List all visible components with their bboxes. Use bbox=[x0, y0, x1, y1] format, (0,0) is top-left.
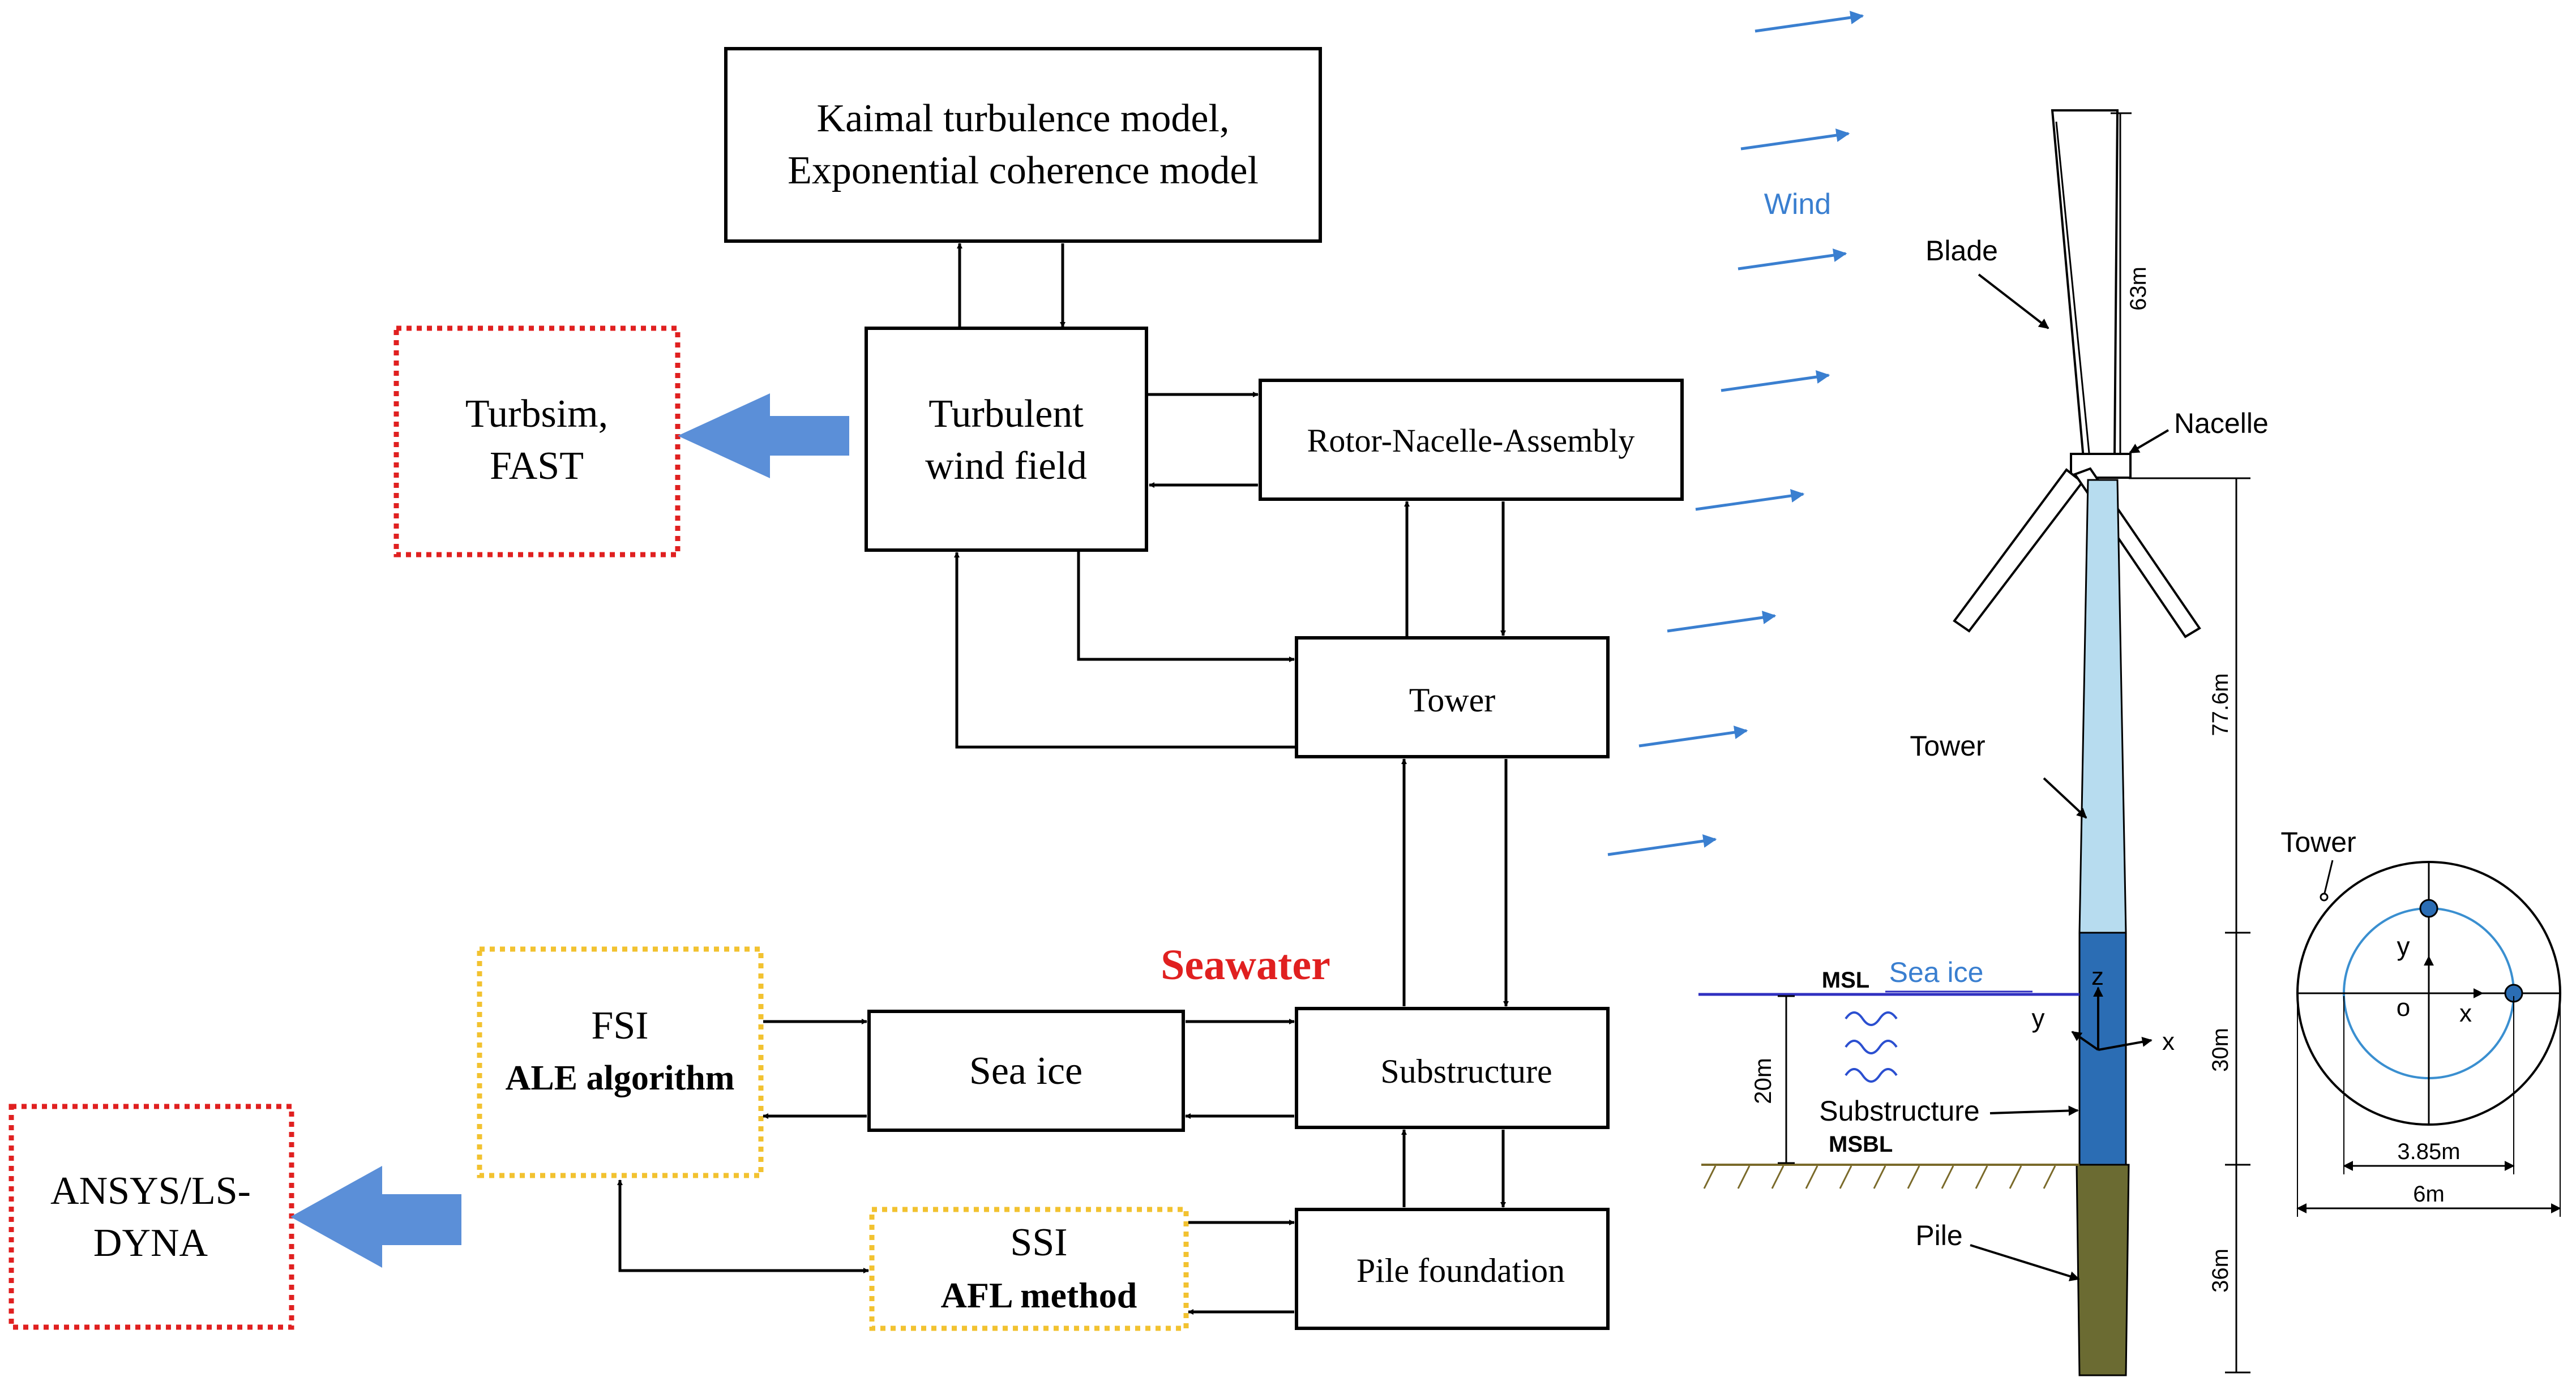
wave-icon bbox=[1845, 1011, 1898, 1083]
blade-length-label: 63m bbox=[2126, 267, 2151, 311]
msl-label: MSL bbox=[1822, 968, 1869, 993]
wind-arrows bbox=[1607, 11, 1864, 856]
tower-label: Tower bbox=[1910, 730, 1985, 762]
wind-arrow bbox=[1695, 489, 1805, 511]
outer-diameter-label: 6m bbox=[2413, 1182, 2445, 1207]
kaimal-box: Kaimal turbulence model, Exponential coh… bbox=[724, 47, 1322, 243]
turbsim-line2: FAST bbox=[490, 444, 584, 488]
turbine-substructure bbox=[2078, 932, 2127, 1166]
nacelle-label: Nacelle bbox=[2174, 407, 2269, 439]
turbulent-wind-field-box: Turbulent wind field bbox=[865, 327, 1148, 552]
pile-height-label: 36m bbox=[2208, 1249, 2233, 1293]
ssi-line1: SSI bbox=[1010, 1221, 1067, 1264]
z-axis-label: z bbox=[2091, 963, 2104, 990]
depth-20-label: 20m bbox=[1749, 1058, 1776, 1104]
y-axis-label: y bbox=[2032, 1003, 2045, 1033]
turbsim-box: Turbsim, FAST bbox=[393, 325, 681, 557]
ssi-box: SSI AFL method bbox=[869, 1207, 1189, 1331]
cs-x-label: x bbox=[2459, 999, 2472, 1027]
substructure-label: Substructure bbox=[1819, 1095, 1979, 1127]
tower-height-label: 77.6m bbox=[2208, 673, 2233, 736]
turbine-pile bbox=[2076, 1164, 2130, 1376]
ssi-line2: AFL method bbox=[941, 1275, 1137, 1315]
turbsim-line1: Turbsim, bbox=[465, 392, 608, 436]
wind-arrow bbox=[1755, 11, 1864, 33]
msbl-label: MSBL bbox=[1829, 1132, 1893, 1157]
blade-label: Blade bbox=[1925, 235, 1998, 267]
wind-arrow bbox=[1638, 726, 1748, 748]
blade-left bbox=[1953, 468, 2084, 633]
substructure-box: Substructure bbox=[1295, 1007, 1610, 1129]
turbulent-line1: Turbulent bbox=[928, 392, 1084, 436]
wind-label: Wind bbox=[1764, 188, 1831, 221]
cs-y-label: y bbox=[2397, 932, 2410, 961]
sea-ice-box: Sea ice bbox=[867, 1010, 1185, 1132]
wind-arrow bbox=[1721, 370, 1830, 392]
wind-arrow bbox=[1667, 611, 1777, 633]
substructure-height-label: 30m bbox=[2208, 1028, 2233, 1072]
flowchart: Kaimal turbulence model, Exponential coh… bbox=[8, 47, 1684, 1331]
turbsim-big-arrow bbox=[678, 393, 849, 478]
pile-label: Pile bbox=[1915, 1220, 1962, 1251]
connectors bbox=[617, 243, 1509, 1315]
ansys-big-arrow bbox=[290, 1166, 461, 1268]
cs-tower-label: Tower bbox=[2280, 826, 2356, 858]
fsi-line2: ALE algorithm bbox=[506, 1059, 735, 1097]
tower-box-label: Tower bbox=[1409, 681, 1495, 719]
sea-ice-label: Sea ice bbox=[1889, 956, 1984, 988]
kaimal-line1: Kaimal turbulence model, bbox=[817, 97, 1230, 140]
x-axis-label: x bbox=[2162, 1028, 2175, 1056]
sensor-point-top bbox=[2419, 899, 2438, 918]
tower-cross-section: y o x Tower 3.85m 6m bbox=[2280, 826, 2561, 1217]
ansys-line2: DYNA bbox=[93, 1221, 208, 1265]
wind-arrow bbox=[1607, 834, 1717, 856]
fsi-line1: FSI bbox=[591, 1004, 648, 1048]
kaimal-line2: Exponential coherence model bbox=[788, 149, 1259, 192]
turbine-illustration: 63m bbox=[1698, 109, 2269, 1376]
ansys-line1: ANSYS/LS- bbox=[50, 1169, 251, 1213]
cs-origin-label: o bbox=[2397, 994, 2410, 1022]
wind-arrow bbox=[1740, 128, 1850, 151]
sea-ice-box-label: Sea ice bbox=[969, 1049, 1082, 1093]
ansys-box: ANSYS/LS- DYNA bbox=[8, 1104, 294, 1330]
turbine-tower bbox=[2078, 479, 2127, 934]
pile-foundation-box: Pile foundation bbox=[1295, 1208, 1610, 1330]
tower-box: Tower bbox=[1295, 636, 1610, 758]
inner-diameter-label: 3.85m bbox=[2397, 1139, 2460, 1164]
seawater-label: Seawater bbox=[1161, 941, 1330, 989]
pile-foundation-label: Pile foundation bbox=[1357, 1252, 1565, 1289]
fsi-box: FSI ALE algorithm bbox=[477, 946, 764, 1178]
substructure-box-label: Substructure bbox=[1380, 1053, 1552, 1090]
wind-arrow bbox=[1738, 248, 1847, 271]
rna-label: Rotor-Nacelle-Assembly bbox=[1307, 422, 1635, 459]
turbulent-line2: wind field bbox=[925, 444, 1087, 488]
rna-box: Rotor-Nacelle-Assembly bbox=[1259, 379, 1684, 501]
